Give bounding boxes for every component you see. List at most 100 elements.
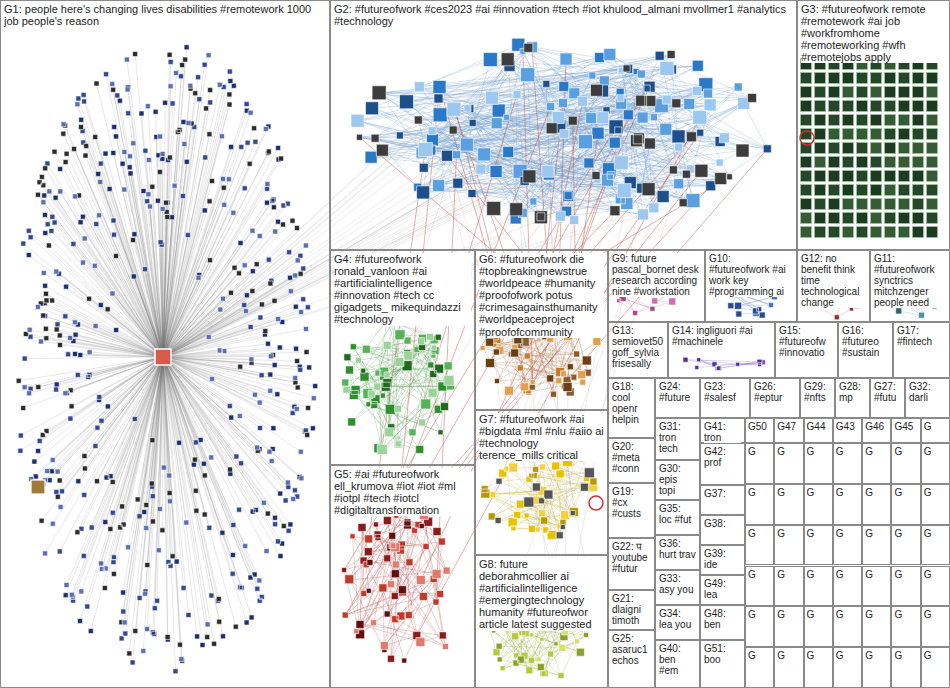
group-label: G31: tron tech: [659, 421, 696, 454]
group-label: G41: tron: [704, 421, 741, 443]
group-label: G11: #futureofwork synctrics mitchzenger…: [874, 253, 946, 308]
group-label: G: [748, 446, 756, 457]
group-label: G: [836, 609, 844, 620]
group-label: G: [894, 446, 902, 457]
group-panel: G: [921, 443, 950, 484]
group-label: G: [924, 650, 932, 661]
group-panel: G: [833, 647, 862, 688]
group-label: G: [836, 650, 844, 661]
vertex-squares: [357, 43, 757, 223]
group-label: G34: lea you: [659, 608, 696, 630]
group-panel: G: [862, 525, 891, 566]
group-panel: G27: #futu: [870, 378, 905, 418]
group-panel: G28: mp: [835, 378, 870, 418]
group-label: G15: #futureofw #innovatio: [779, 325, 834, 358]
group-panel: G7: #futureofwork #ai #bigdata #ml #nlu …: [475, 410, 608, 555]
group-panel: G3: #futureofwork remote #remotework #ai…: [797, 0, 950, 250]
group-panel: G: [891, 443, 920, 484]
self-loop: [589, 496, 603, 510]
group-panel: G30: epis topi: [655, 460, 700, 500]
group-panel: G: [862, 647, 891, 688]
group-panel: G15: #futureofw #innovatio: [775, 322, 838, 378]
group-label: G25: asaruc1 echos: [612, 633, 651, 666]
group-label: G20: #meta #conn: [612, 441, 651, 474]
group-panel: G: [804, 443, 833, 484]
edge-lines: [19, 47, 316, 671]
group-panel: G: [891, 566, 920, 607]
group-label: G: [807, 528, 815, 539]
group-label: G26: #eptur: [754, 381, 796, 403]
vertex-squares: [22, 53, 316, 662]
group-panel: G: [804, 525, 833, 566]
group-panel: G9: future pascal_bornet desk research a…: [608, 250, 705, 322]
group-panel: G: [804, 606, 833, 647]
group-label: G: [807, 446, 815, 457]
group-panel: G: [862, 443, 891, 484]
group-panel: G: [804, 647, 833, 688]
group-panel: G: [891, 484, 920, 525]
vertex-squares: [728, 302, 765, 318]
group-panel: G: [774, 525, 803, 566]
group-label: G17: #fintech: [897, 325, 946, 347]
group-label: G51: boo: [704, 643, 741, 665]
group-label: G: [894, 487, 902, 498]
group-panel: G: [862, 484, 891, 525]
group-panel: G: [862, 566, 891, 607]
group-label: G21: dlaigni timoth: [612, 593, 651, 626]
group-panel: G49: lea: [700, 575, 745, 605]
group-label: G: [777, 650, 785, 661]
group-label: G33: asy you: [659, 573, 696, 595]
group-panel: G50: [745, 418, 774, 443]
group-panel: G29: #nfts: [800, 378, 835, 418]
vertex-squares: [801, 59, 938, 238]
group-panel: G: [774, 484, 803, 525]
group-panel: G31: tron tech: [655, 418, 700, 460]
group-label: G: [894, 569, 902, 580]
group-panel: G: [774, 606, 803, 647]
group-panel: G17: #fintech: [893, 322, 950, 378]
group-label: G: [807, 569, 815, 580]
group-panel: G: [833, 525, 862, 566]
group-panel: G: [745, 525, 774, 566]
group-label: G50: [748, 421, 767, 432]
group-label: G18: cool openr helpin: [612, 381, 651, 425]
group-panel: G: [921, 525, 950, 566]
group-panel: G33: asy you: [655, 570, 700, 605]
vertex-squares: [683, 357, 762, 371]
group-panel: G25: asaruc1 echos: [608, 630, 655, 688]
group-panel: G: [745, 484, 774, 525]
group-panel: G: [833, 606, 862, 647]
group-label: G32: darli: [909, 381, 946, 403]
group-label: G: [836, 487, 844, 498]
vertex-squares: [366, 51, 772, 202]
group-panel: G26: #eptur: [750, 378, 800, 418]
group-label: G10: #futureofwork #ai work key #program…: [709, 253, 793, 297]
group-panel: G: [745, 647, 774, 688]
group-label: G40: ben #em: [659, 643, 696, 676]
group-label: G35: loc #fut: [659, 503, 696, 525]
group-panel: G11: #futureofwork synctrics mitchzenger…: [870, 250, 950, 322]
group-panel: G47: [774, 418, 803, 443]
group-label: G: [748, 650, 756, 661]
group-label: G: [924, 421, 932, 432]
group-label: G: [865, 650, 873, 661]
group-label: G29: #nfts: [804, 381, 831, 403]
group-panel: G: [921, 484, 950, 525]
group-panel: G: [745, 606, 774, 647]
group-panel: G42: prof: [700, 443, 745, 485]
group-label: G: [894, 528, 902, 539]
group-panel: G: [833, 566, 862, 607]
group-label: G28: mp: [839, 381, 866, 403]
group-label: G: [807, 609, 815, 620]
group-panel: G: [921, 418, 950, 443]
group-panel: G43: [833, 418, 862, 443]
group-label: G: [865, 528, 873, 539]
group-panel: G48: ben: [700, 605, 745, 640]
group-panel: G21: dlaigni timoth: [608, 590, 655, 630]
vertex-squares: [356, 519, 425, 663]
group-panel: G: [891, 647, 920, 688]
group-label: G: [748, 528, 756, 539]
group-label: G: [777, 446, 785, 457]
group-label: G12: no benefit think time technological…: [801, 253, 866, 308]
group-label: G9: future pascal_bornet desk research a…: [612, 253, 701, 297]
